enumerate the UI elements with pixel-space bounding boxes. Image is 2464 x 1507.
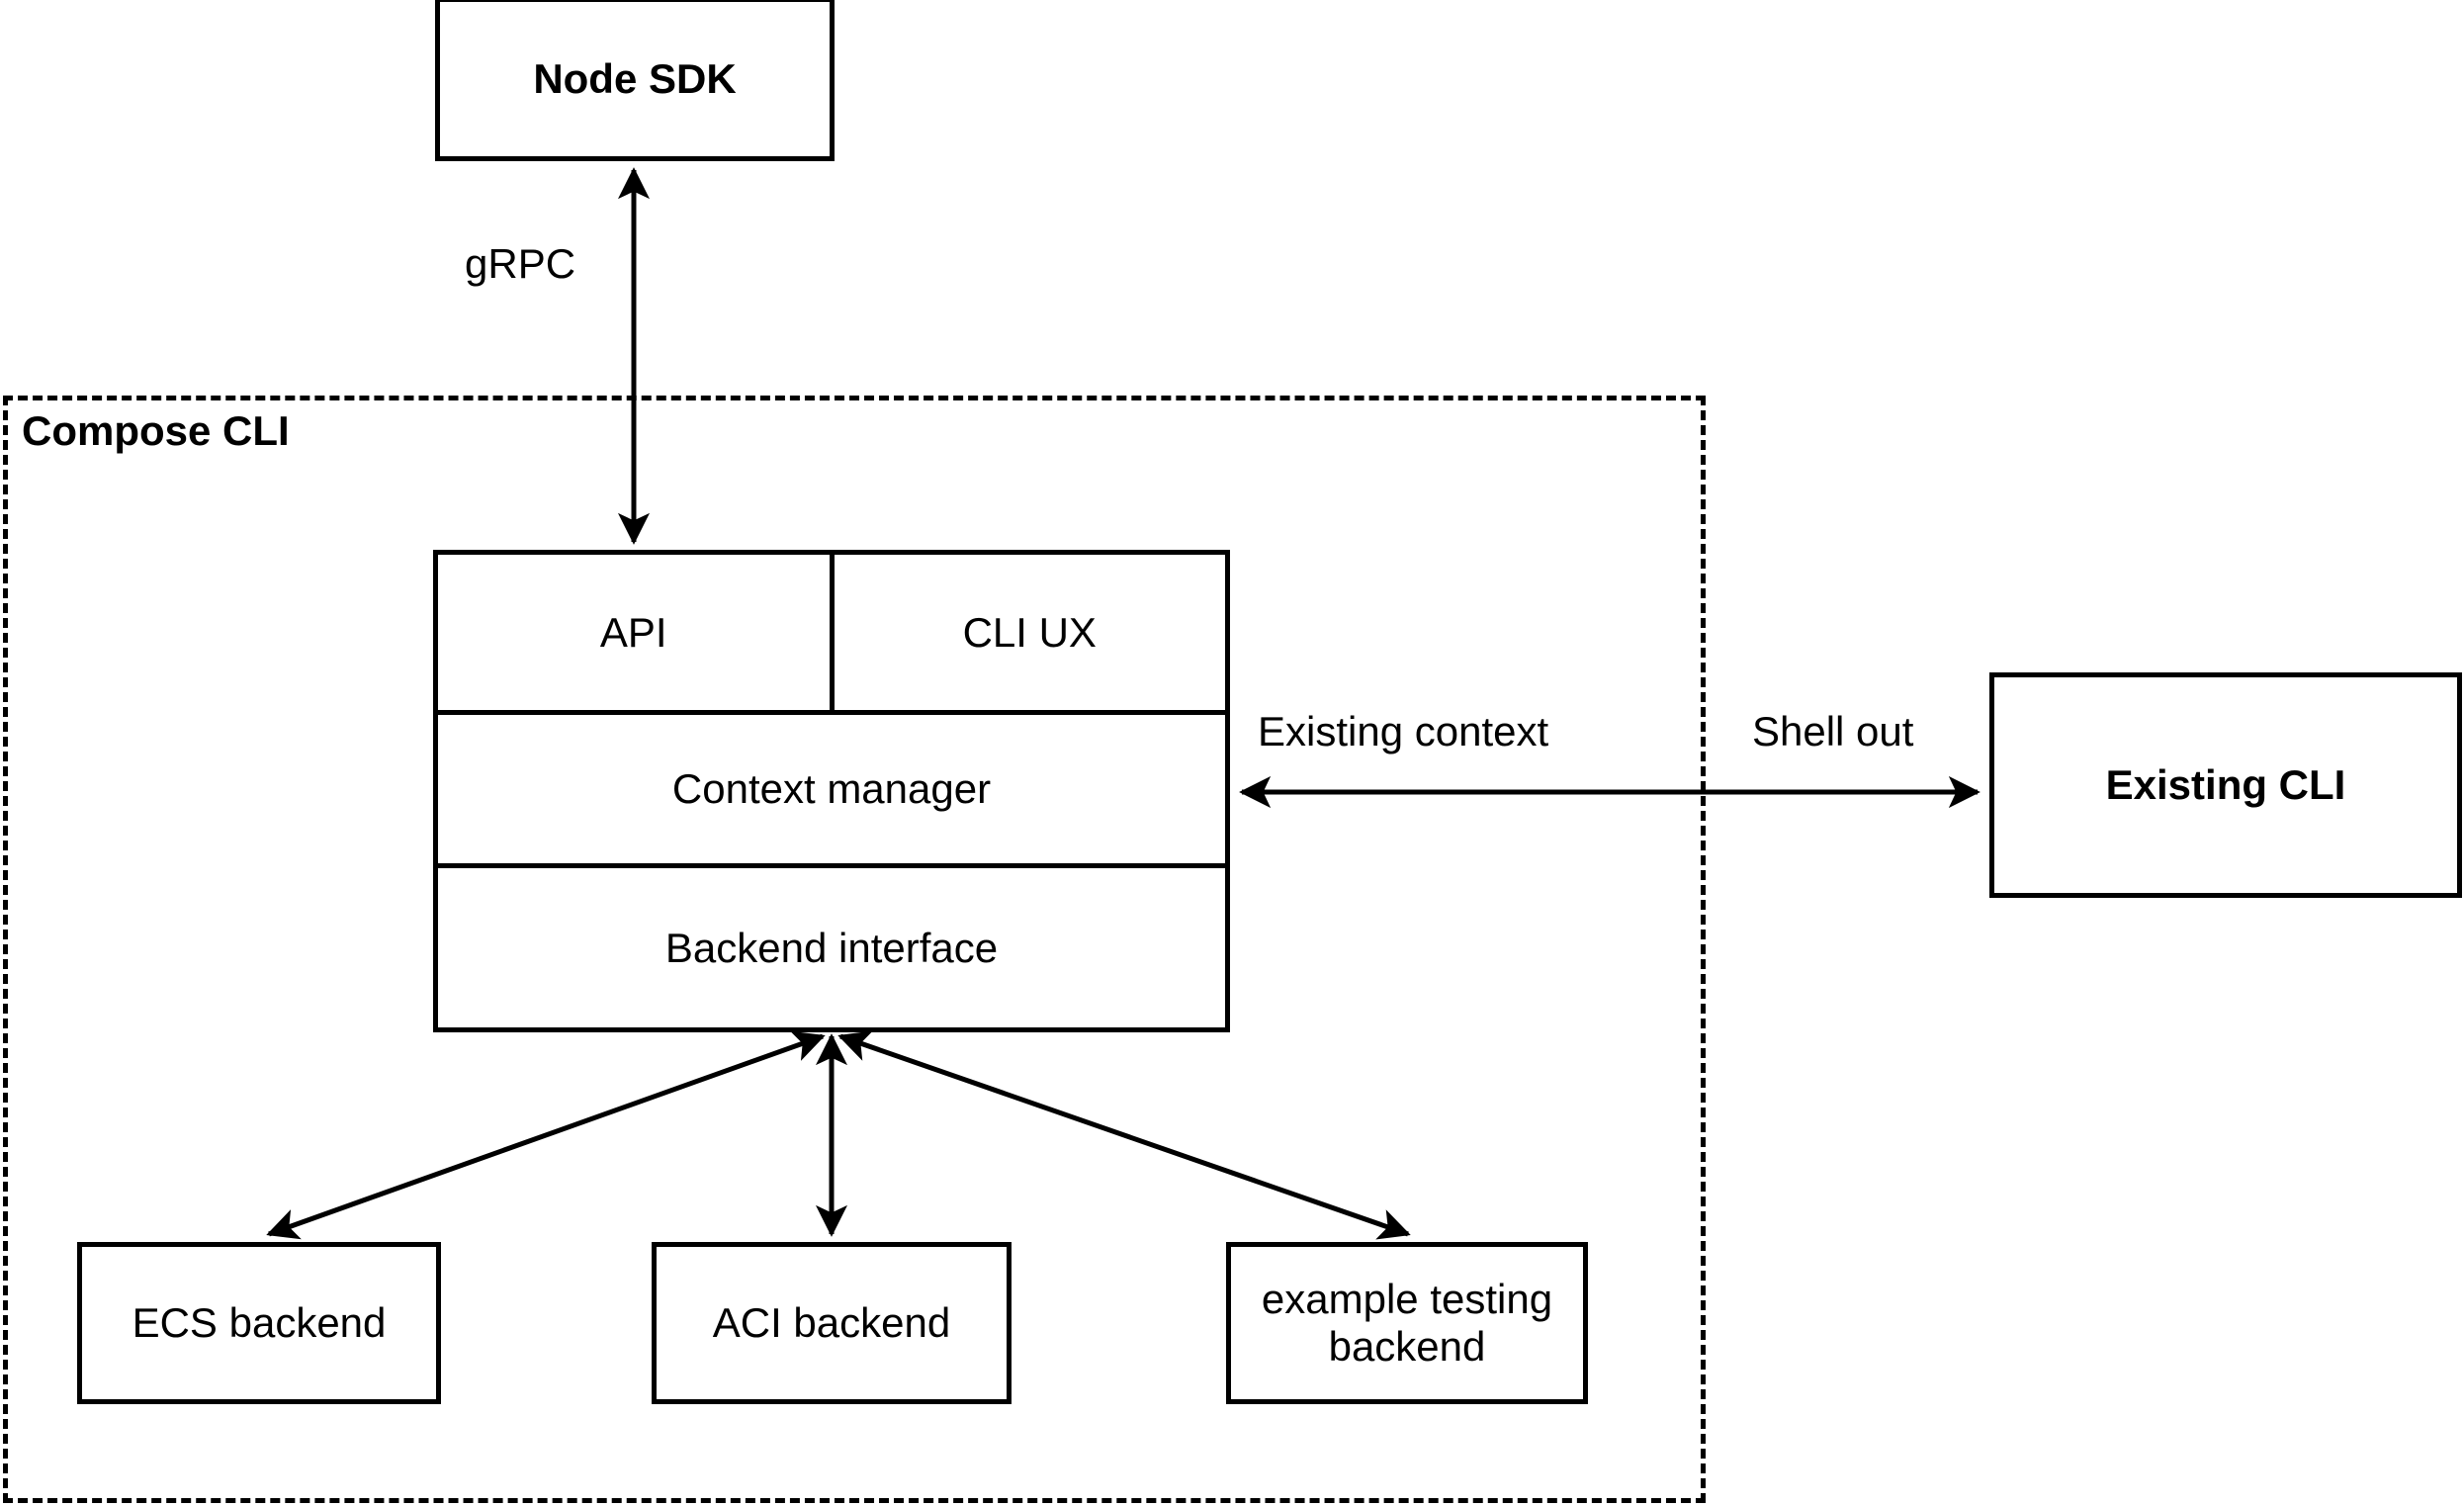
- aci-backend-box[interactable]: ACI backend: [652, 1242, 1012, 1404]
- backend-interface-row[interactable]: Backend interface: [438, 868, 1225, 1027]
- ecs-backend-label: ECS backend: [132, 1298, 387, 1346]
- api-cell[interactable]: API: [438, 555, 835, 710]
- example-testing-backend-box[interactable]: example testing backend: [1226, 1242, 1588, 1404]
- example-testing-backend-label: example testing backend: [1261, 1275, 1553, 1370]
- context-manager-row[interactable]: Context manager: [438, 710, 1225, 868]
- ecs-backend-box[interactable]: ECS backend: [77, 1242, 441, 1404]
- existing-cli-label: Existing CLI: [2105, 760, 2346, 808]
- node-sdk-label: Node SDK: [533, 54, 737, 102]
- node-sdk-box[interactable]: Node SDK: [435, 0, 835, 161]
- compose-cli-group-label: Compose CLI: [22, 407, 290, 454]
- aci-backend-label: ACI backend: [712, 1298, 951, 1346]
- context-manager-cell: Context manager: [438, 765, 1225, 813]
- existing-cli-box[interactable]: Existing CLI: [1989, 672, 2462, 898]
- backend-interface-label: Backend interface: [664, 924, 999, 971]
- cli-ux-cell[interactable]: CLI UX: [835, 555, 1226, 710]
- compose-cli-group: [3, 396, 1706, 1503]
- shell-out-edge-label: Shell out: [1752, 708, 1914, 754]
- grpc-edge-label: gRPC: [465, 240, 576, 287]
- api-cliux-row: API CLI UX: [438, 555, 1225, 710]
- api-label: API: [599, 608, 667, 656]
- cli-ux-label: CLI UX: [962, 608, 1097, 656]
- backend-interface-cell: Backend interface: [438, 925, 1225, 972]
- compose-cli-stack: [433, 550, 1230, 1032]
- existing-context-edge-label: Existing context: [1258, 708, 1549, 754]
- context-manager-label: Context manager: [671, 765, 992, 812]
